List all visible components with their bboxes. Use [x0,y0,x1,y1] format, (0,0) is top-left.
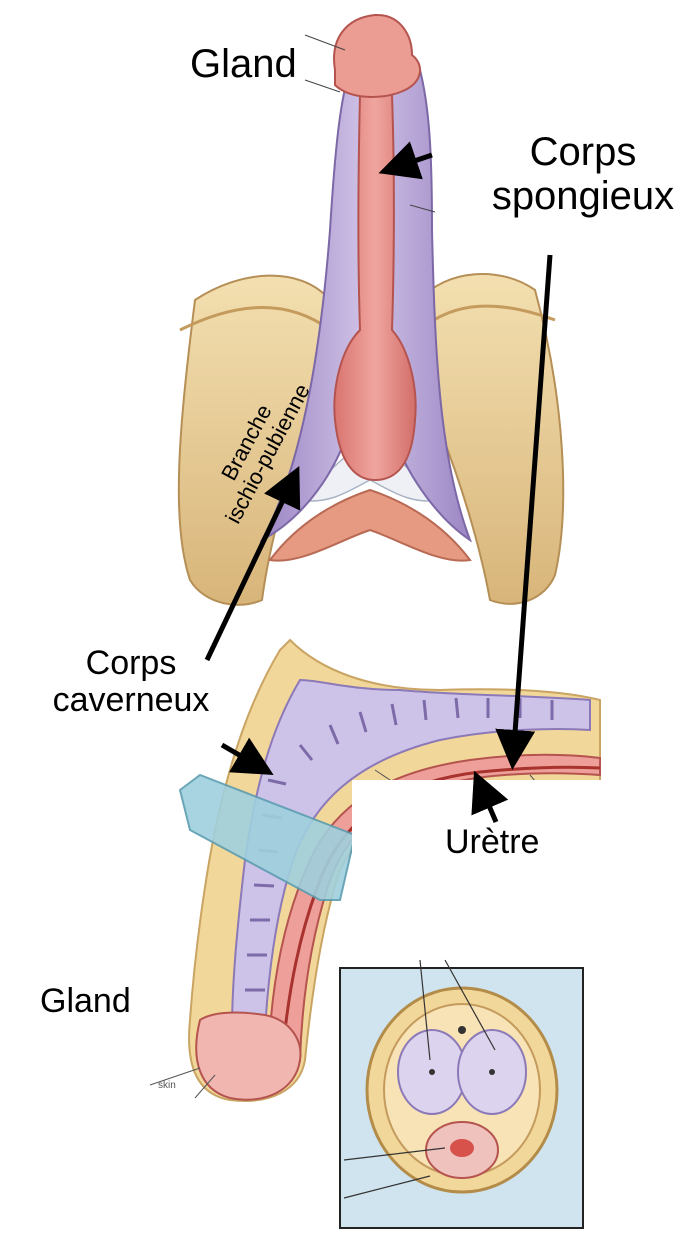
label-corps-caverneux: Corps caverneux [36,645,226,720]
label-corps-caverneux-line1: Corps [36,645,226,682]
label-skin: skin [158,1080,176,1091]
label-corps-spongieux-line2: spongieux [488,174,678,218]
label-gland-top: Gland [190,42,297,86]
label-corps-spongieux-line1: Corps [488,130,678,174]
inset-cross-section [340,960,583,1228]
label-corps-spongieux: Corps spongieux [488,130,678,218]
label-gland-bottom: Gland [40,983,131,1020]
label-mask [352,780,602,950]
label-uretre: Urètre [445,824,539,861]
label-corps-caverneux-line2: caverneux [36,682,226,719]
